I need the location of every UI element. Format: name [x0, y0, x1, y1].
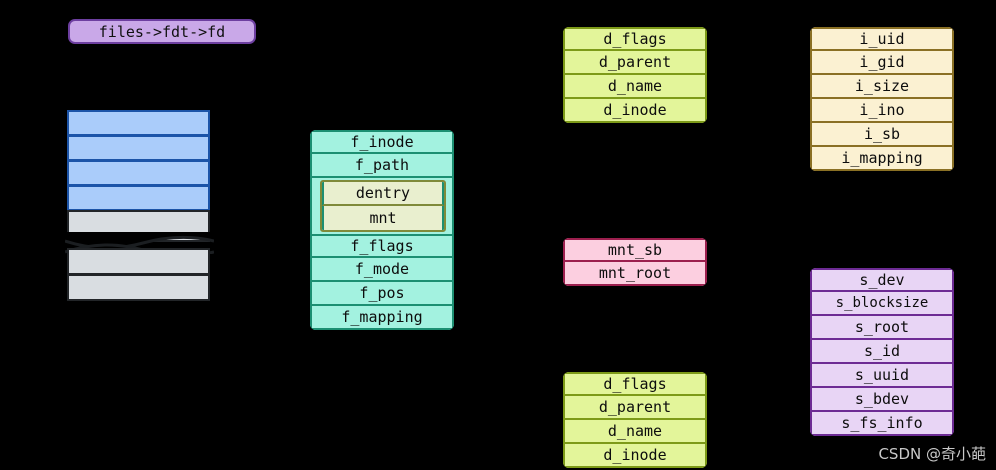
struct-dentry-top-box: d_flags d_parent d_name d_inode — [563, 27, 707, 123]
fd-array-cell-2 — [67, 160, 210, 186]
fd-array — [65, 110, 214, 301]
vfsmount-field-mnt_root: mnt_root — [563, 262, 707, 286]
struct-path-box: dentry mnt — [320, 180, 446, 232]
inode-field-i_ino: i_ino — [810, 99, 954, 123]
inode-field-i_sb: i_sb — [810, 123, 954, 147]
fd-array-cell-1 — [67, 135, 210, 161]
dentry-top-field-d_flags: d_flags — [563, 27, 707, 51]
struct-file-box: f_inode f_path dentry mnt f_flags f_mode… — [310, 130, 454, 330]
struct-path-wrapper: dentry mnt — [310, 178, 454, 234]
files-fdt-fd-label: files->fdt->fd — [68, 19, 256, 44]
dentry-bottom-field-d_flags: d_flags — [563, 372, 707, 396]
fd-array-cell-5 — [67, 248, 210, 275]
inode-field-i_gid: i_gid — [810, 51, 954, 75]
struct-dentry-bottom-box: d_flags d_parent d_name d_inode — [563, 372, 707, 468]
sb-field-s_blocksize: s_blocksize — [810, 292, 954, 316]
inode-field-i_mapping: i_mapping — [810, 147, 954, 171]
sb-field-s_fs_info: s_fs_info — [810, 412, 954, 436]
inode-field-i_size: i_size — [810, 75, 954, 99]
dentry-bottom-field-d_name: d_name — [563, 420, 707, 444]
struct-file-field-f_mapping: f_mapping — [310, 306, 454, 330]
dentry-bottom-field-d_inode: d_inode — [563, 444, 707, 468]
sb-field-s_dev: s_dev — [810, 268, 954, 292]
struct-path-field-dentry: dentry — [322, 182, 444, 206]
struct-file-field-f_flags: f_flags — [310, 234, 454, 258]
struct-vfsmount-box: mnt_sb mnt_root — [563, 238, 707, 286]
struct-inode-box: i_uid i_gid i_size i_ino i_sb i_mapping — [810, 27, 954, 171]
dentry-top-field-d_inode: d_inode — [563, 99, 707, 123]
fd-array-cell-0 — [67, 110, 210, 136]
struct-file-field-f_mode: f_mode — [310, 258, 454, 282]
vfsmount-field-mnt_sb: mnt_sb — [563, 238, 707, 262]
sb-field-s_root: s_root — [810, 316, 954, 340]
struct-super-block-box: s_dev s_blocksize s_root s_id s_uuid s_b… — [810, 268, 954, 436]
fd-array-cell-6 — [67, 274, 210, 301]
struct-path-field-mnt: mnt — [322, 206, 444, 230]
inode-field-i_uid: i_uid — [810, 27, 954, 51]
struct-file-field-f_pos: f_pos — [310, 282, 454, 306]
files-fdt-fd-label-text: files->fdt->fd — [98, 22, 226, 41]
dentry-top-field-d_parent: d_parent — [563, 51, 707, 75]
dentry-bottom-field-d_parent: d_parent — [563, 396, 707, 420]
struct-file-field-f_path: f_path — [310, 154, 454, 178]
sb-field-s_uuid: s_uuid — [810, 364, 954, 388]
fd-array-cell-3 — [67, 185, 210, 211]
dentry-top-field-d_name: d_name — [563, 75, 707, 99]
struct-file-field-f_inode: f_inode — [310, 130, 454, 154]
watermark: CSDN @奇小葩 — [878, 445, 986, 463]
sb-field-s_bdev: s_bdev — [810, 388, 954, 412]
sb-field-s_id: s_id — [810, 340, 954, 364]
